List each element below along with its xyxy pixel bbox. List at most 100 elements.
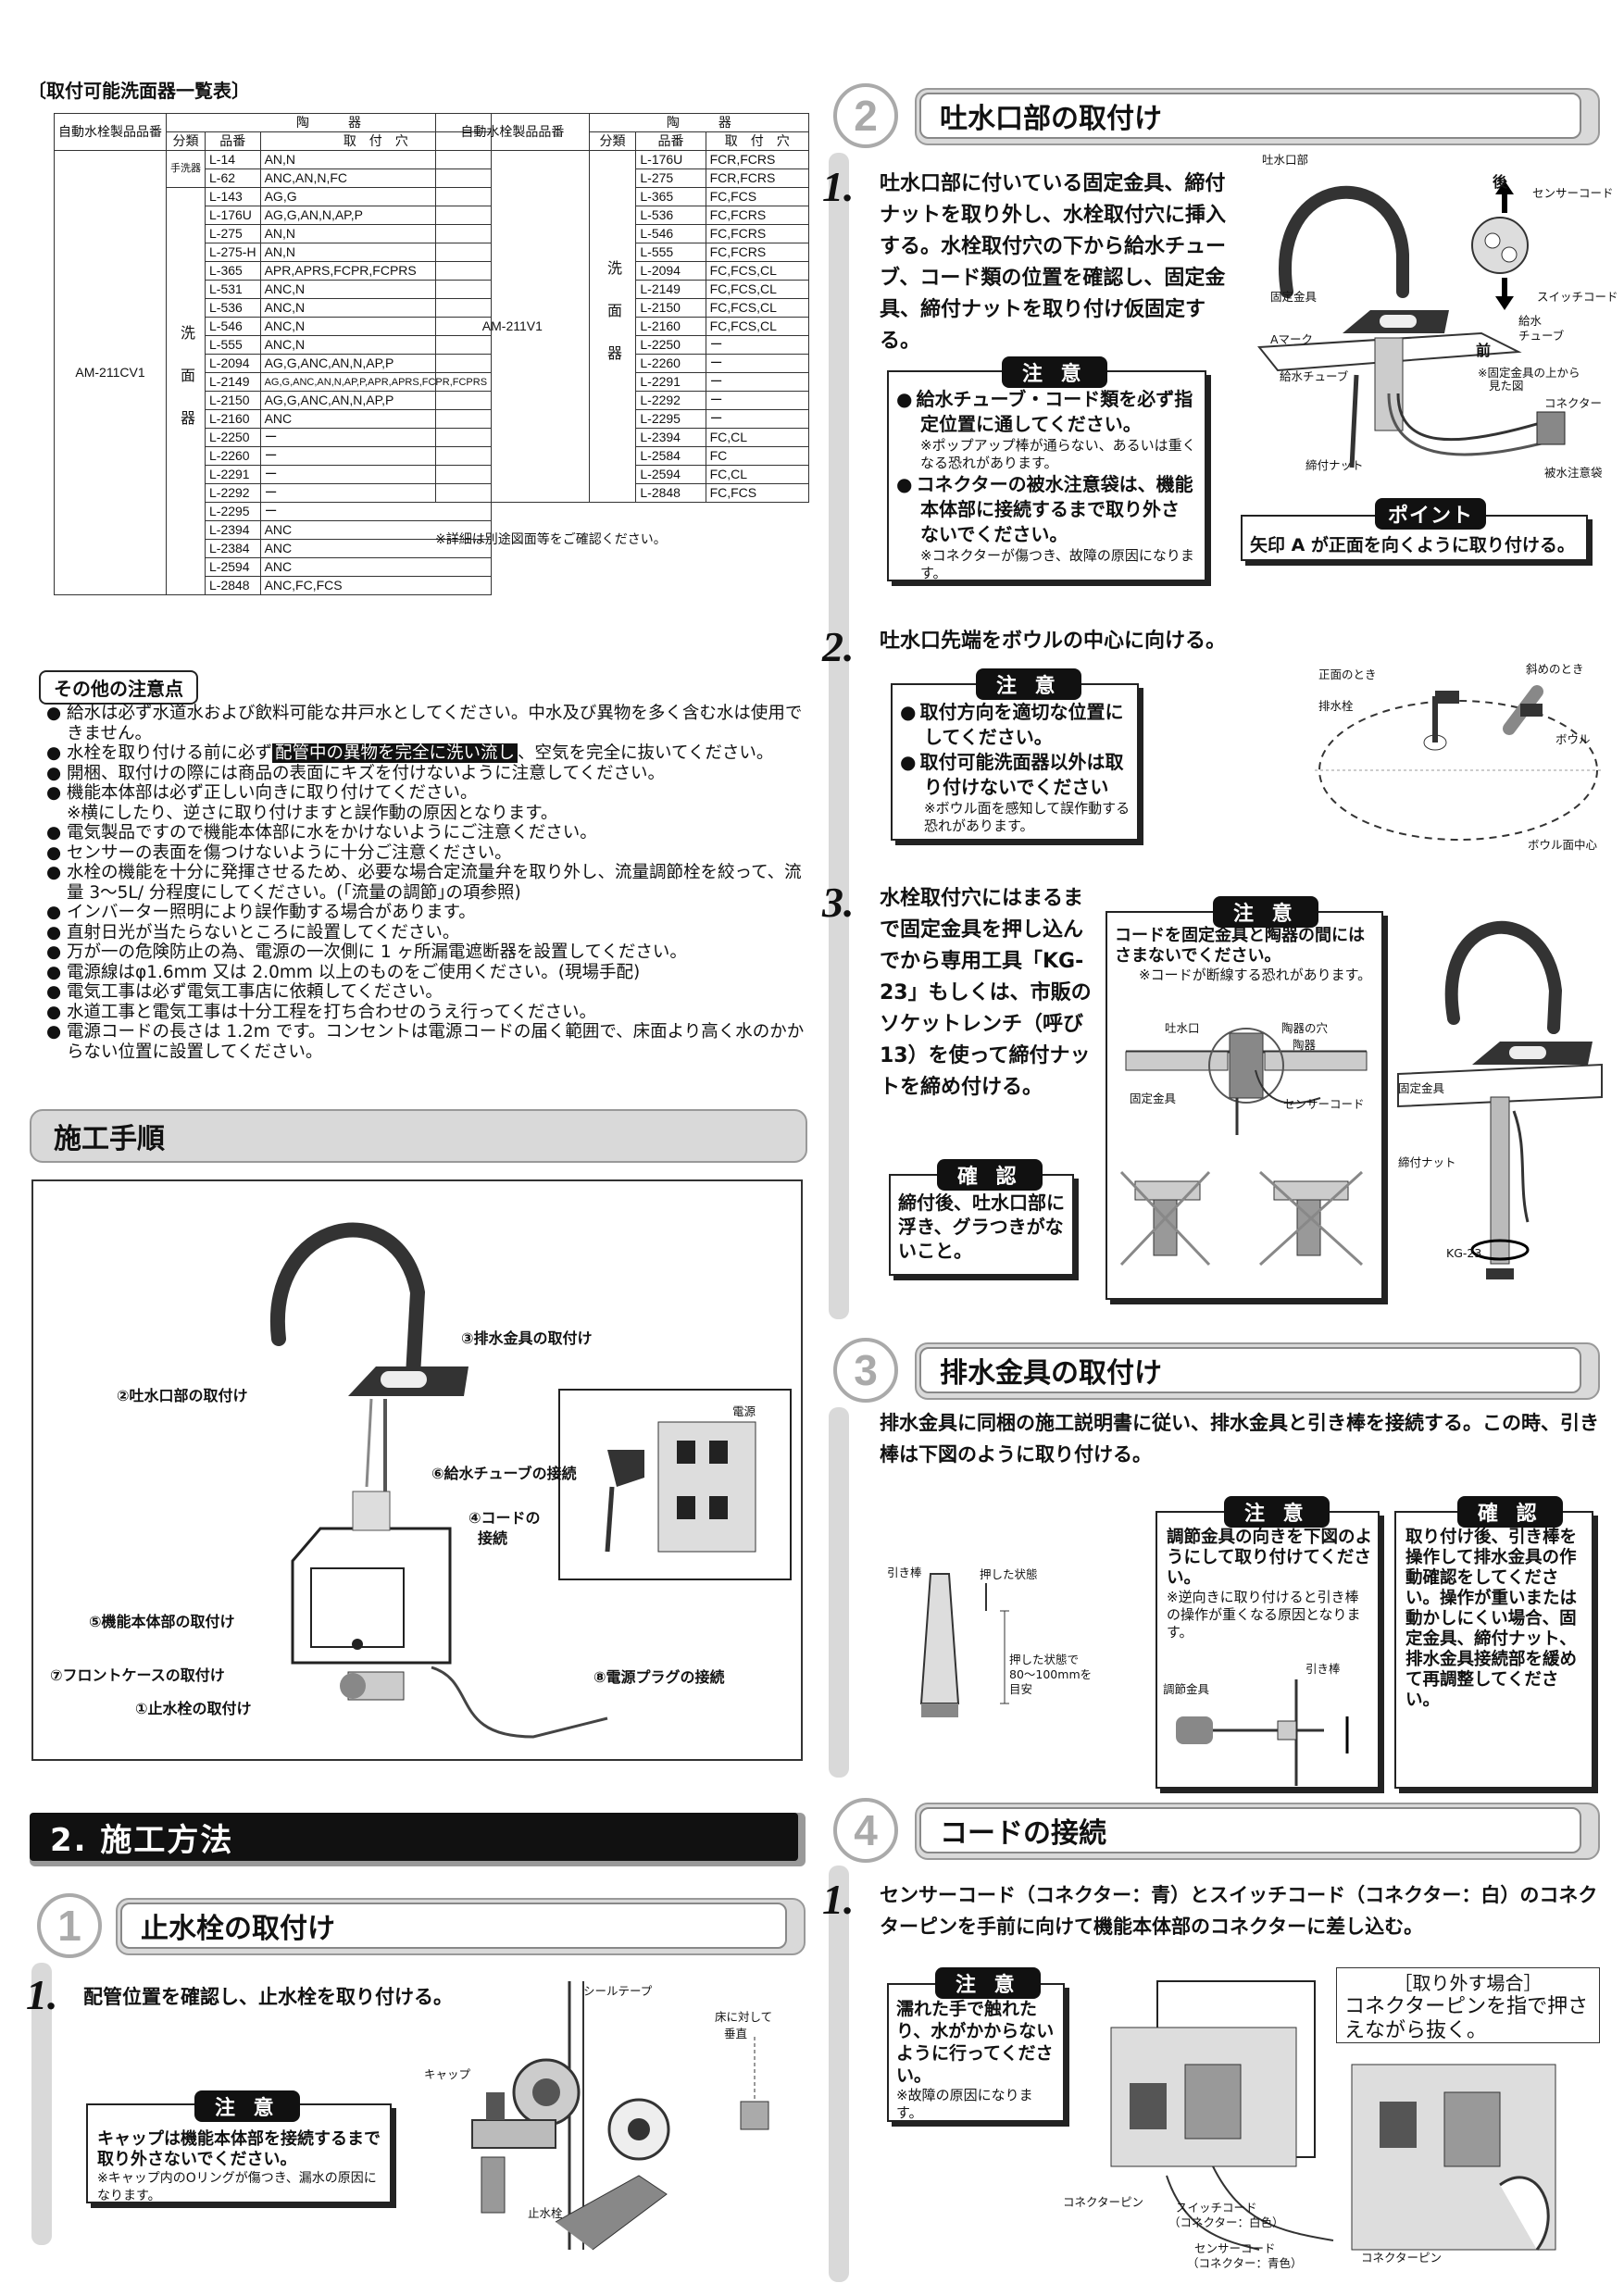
s2-step1: 1. — [822, 163, 855, 210]
hinban-cell: L-2384 — [205, 539, 261, 558]
ana-cell: FC,FCRS — [705, 224, 810, 243]
hinban-cell: L-2295 — [635, 409, 706, 429]
s3-number: 3 — [833, 1338, 898, 1403]
bunrui-cell: 手洗器 — [166, 150, 206, 188]
hinban-cell: L-143 — [205, 187, 261, 206]
note-item: 電気製品ですので機能本体部に水をかけないようにご注意ください。 — [46, 823, 806, 843]
s2-point-tag: ポイント — [1375, 498, 1487, 530]
s4-warning-tag: 注 意 — [935, 1967, 1041, 1999]
s4-l-sensor-sub: （コネクター：青色） — [1187, 2256, 1303, 2270]
s2-l3-toki: 陶器 — [1293, 1038, 1317, 1052]
ana-cell: FCR,FCRS — [705, 168, 810, 188]
s4-remove-title: ［取り外す場合］ — [1393, 1972, 1543, 1994]
s3-l-range2: 80～100mmを — [1009, 1667, 1093, 1681]
ana-cell: ANC — [259, 557, 493, 577]
s2-l-back: 後 — [1493, 173, 1508, 191]
s2-l-kotei: 固定金具 — [1270, 290, 1318, 304]
label-front: ⑦フロントケースの取付け — [50, 1666, 225, 1684]
compat-note: ※詳細は別途図面等をご確認ください。 — [435, 532, 667, 547]
note-item: 電源コードの長さは 1.2m です。コンセントは電源コードの届く範囲で、床面より… — [46, 1022, 806, 1062]
hinban-cell: L-275 — [635, 168, 706, 188]
s4-warning-box: 濡れた手で触れたり、水がかからないように行ってください。※故障の原因になります。 — [887, 1983, 1065, 2122]
hinban-cell: L-365 — [205, 261, 261, 281]
ana-cell: ー — [705, 372, 810, 392]
s2-illustration2 — [1315, 685, 1602, 841]
s2-step3: 3. — [822, 879, 855, 926]
s4-remove: コネクターピンを指で押さえながら抜く。 — [1344, 1995, 1589, 2042]
s2-l-bowl: ボウル — [1555, 732, 1591, 746]
label-tosuiguchi: ②吐水口部の取付け — [117, 1387, 248, 1404]
ana-cell: FCR,FCRS — [705, 150, 810, 169]
s3-l-chosetsu: 調節金具 — [1163, 1682, 1210, 1696]
note-item: 給水は必ず水道水および飲料可能な井戸水としてください。中水及び異物を多く含む水は… — [46, 704, 806, 743]
s2-l-sensor: センサーコード — [1532, 186, 1614, 200]
s2-l-tube: 給水チューブ — [1280, 369, 1349, 383]
col-bunrui: 分類 — [166, 131, 206, 151]
hinban-cell: L-2295 — [205, 502, 261, 521]
s2-l-note1: ※固定金具の上から — [1478, 366, 1580, 380]
s1-step: 1. — [26, 1971, 58, 2018]
s2-warn3: コードを固定金具と陶器の間にはさまないでください。 — [1115, 926, 1365, 966]
s4-title: コードの接続 — [919, 1807, 1581, 1853]
s4-step: 1. — [822, 1876, 855, 1923]
s3-warning-box: 調節金具の向きを下図のようにして取り付けてください。※逆向きに取り付けると引き棒… — [1156, 1511, 1380, 1789]
s2-warn1a: 給水チューブ・コード類を必ず指定位置に通してください。 — [896, 387, 1197, 437]
other-notes-list: 給水は必ず水道水および飲料可能な井戸水としてください。中水及び異物を多く含む水は… — [46, 704, 806, 1062]
s2-l-bowlcenter: ボウル面中心 — [1528, 838, 1598, 852]
ana-cell: FC,CL — [705, 428, 810, 447]
s2-rail — [829, 153, 849, 1319]
s2-l-note2: 見た図 — [1489, 379, 1524, 393]
ana-cell: FC,CL — [705, 465, 810, 484]
s1-warning-box: キャップは機能本体部を接続するまで取り外さないでください。※キャップ内のOリング… — [86, 2103, 392, 2203]
s2-warn2b-sub: ※ボウル面を感知して誤作動する恐れがあります。 — [924, 800, 1131, 834]
hinban-cell: L-176U — [635, 150, 706, 169]
s3-l-hikibo2: 引き棒 — [1305, 1662, 1341, 1676]
s2-confirm-box: 締付後、吐水口部に浮き、グラつきがないこと。 — [889, 1174, 1074, 1276]
label-kyusui: ⑥給水チューブの接続 — [431, 1465, 577, 1482]
hinban-cell: L-365 — [635, 187, 706, 206]
hinban-cell: L-555 — [635, 243, 706, 262]
ana-cell: ー — [705, 409, 810, 429]
hinban-cell: L-2291 — [635, 372, 706, 392]
hinban-cell: L-2260 — [205, 446, 261, 466]
s3-text: 排水金具に同梱の施工説明書に従い、排水金具と引き棒を接続する。この時、引き棒は下… — [880, 1412, 1599, 1466]
note-item: 電源線はφ1.6mm 又は 2.0mm 以上のものをご使用ください。(現場手配) — [46, 963, 806, 983]
s4-number: 4 — [833, 1798, 898, 1863]
col-toki: 陶 器 — [588, 113, 810, 132]
s2-warning-tag1: 注 意 — [1002, 356, 1107, 388]
note-item: 水栓を取り付ける前に必ず配管中の異物を完全に洗い流し、空気を完全に抜いてください… — [46, 743, 806, 764]
ana-cell: FC — [705, 446, 810, 466]
s4-illustration — [1110, 1980, 1556, 2251]
s2-l-naname: 斜めのとき — [1526, 662, 1584, 676]
s2-text2: 吐水口先端をボウルの中心に向ける。 — [880, 630, 1227, 653]
s3-warning: 調節金具の向きを下図のようにして取り付けてください。 — [1167, 1528, 1373, 1588]
s3-l-hikibo: 引き棒 — [887, 1566, 922, 1579]
s1-label-seal: シールテープ — [583, 1984, 653, 1998]
bunrui-cell: 洗面器 — [166, 187, 206, 595]
hinban-cell: L-555 — [205, 335, 261, 355]
s2-text3: 水栓取付穴にはまるまで固定金具を押し込んでから専用工具「KG-23」もしくは、市… — [880, 887, 1092, 1099]
ana-cell: AG,G,AN,N,AP,P — [259, 206, 493, 225]
hinban-cell: L-2260 — [635, 354, 706, 373]
s2-l-nut: 締付ナット — [1305, 458, 1364, 472]
s3-title: 排水金具の取付け — [919, 1347, 1581, 1393]
s3-rail — [829, 1407, 849, 1778]
s2-number: 2 — [833, 83, 898, 148]
s3-illustration-a — [919, 1573, 1009, 1717]
col-hinban: 品番 — [635, 131, 706, 151]
hinban-cell: L-2848 — [635, 483, 706, 503]
note-item: 水道工事と電気工事は十分工程を打ち合わせのうえ行ってください。 — [46, 1003, 806, 1023]
label-dengen: 電源 — [732, 1404, 756, 1418]
hinban-cell: L-2394 — [635, 428, 706, 447]
s1-illustration — [471, 1981, 769, 2251]
